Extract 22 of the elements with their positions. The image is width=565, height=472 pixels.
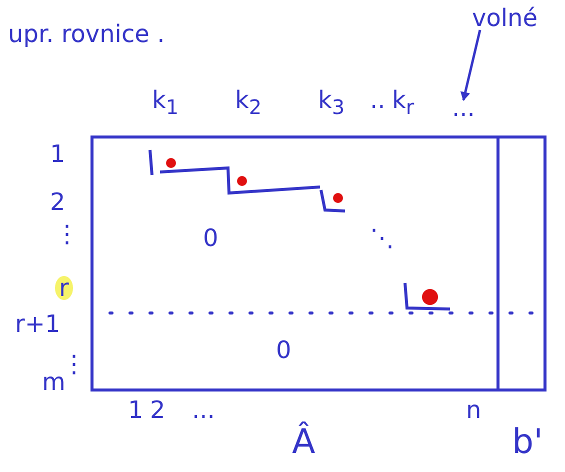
annotation-text: volné: [472, 6, 538, 30]
ellipsis: ..: [370, 88, 386, 112]
column-label: k$_{3}$: [318, 88, 345, 117]
row-number: r: [55, 276, 73, 300]
heading-text: upr. rovnice .: [8, 22, 165, 46]
column-label: k$_{2}$: [235, 88, 262, 117]
column-label: k$_{1}$: [152, 88, 179, 117]
column-number: 1: [128, 398, 144, 422]
vector-name: b': [512, 425, 543, 459]
ellipsis: ...: [192, 398, 215, 422]
ellipsis: ⋮: [55, 222, 79, 246]
row-number: 1: [50, 142, 66, 166]
ellipsis: ⋱: [370, 226, 394, 250]
row-number: r+1: [15, 312, 60, 336]
row-number: 2: [50, 190, 66, 214]
ellipsis: ...: [452, 96, 475, 120]
zero-block-label: 0: [276, 338, 292, 362]
arrow: [460, 30, 482, 101]
column-number: n: [466, 398, 482, 422]
column-number: 2: [150, 398, 166, 422]
column-label: k$_{r}$: [392, 88, 414, 117]
zero-block-label: 0: [203, 226, 218, 250]
